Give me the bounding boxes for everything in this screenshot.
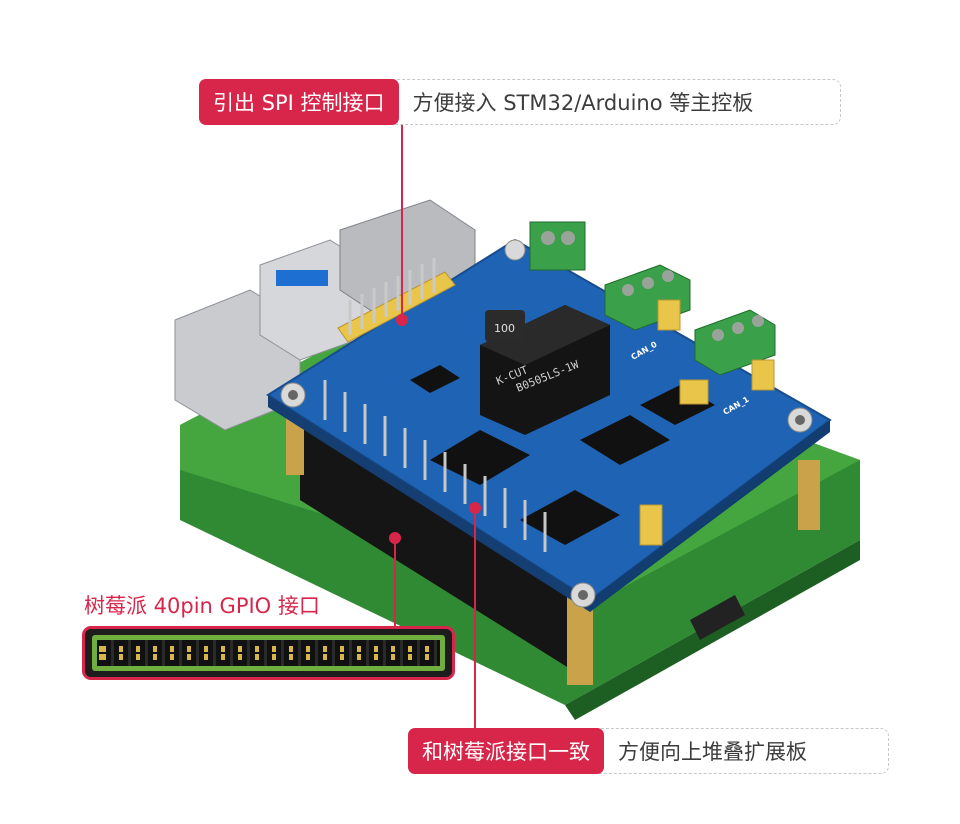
stacking-pins xyxy=(323,380,547,552)
jumpers xyxy=(639,299,775,546)
spi-header-pins xyxy=(337,258,456,343)
inductor-label: 100 xyxy=(494,322,515,335)
spi-interface-callout: 引出 SPI 控制接口 方便接入 STM32/Arduino 等主控板 xyxy=(199,79,841,125)
stacking-callout: 和树莓派接口一致 方便向上堆叠扩展板 xyxy=(408,728,889,774)
stacking-callout-tag: 和树莓派接口一致 xyxy=(408,728,604,774)
can-terminal-blocks xyxy=(529,221,776,376)
can-hat-board: K-CUT B0505LS-1W 100 xyxy=(266,221,832,612)
gpio-stack-header xyxy=(300,410,580,675)
gpio-header-closeup xyxy=(82,626,455,680)
spi-callout-description: 方便接入 STM32/Arduino 等主控板 xyxy=(412,91,754,115)
callout-pointers xyxy=(389,125,481,728)
spi-callout-tag: 引出 SPI 控制接口 xyxy=(199,79,399,125)
stacking-callout-description: 方便向上堆叠扩展板 xyxy=(618,740,807,764)
gpio-label: 树莓派 40pin GPIO 接口 xyxy=(84,594,320,618)
inductor: 100 xyxy=(485,310,525,342)
